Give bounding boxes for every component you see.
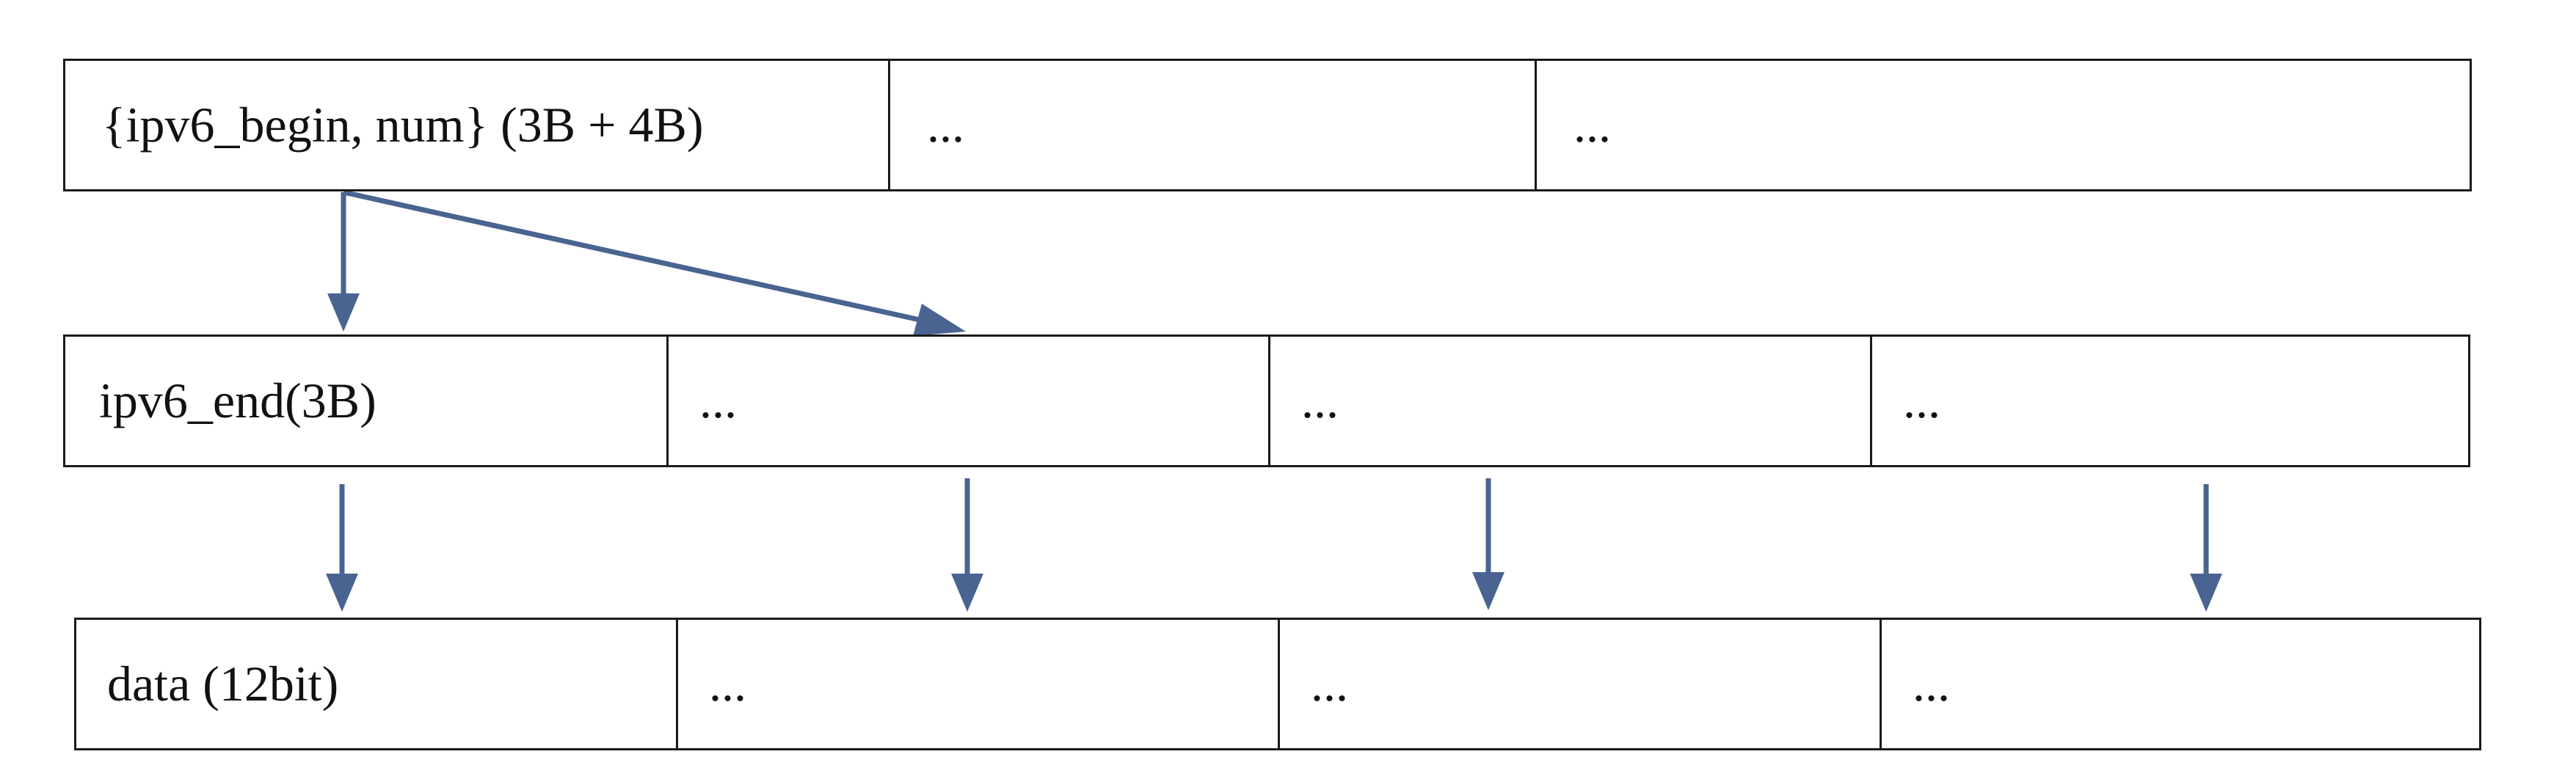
middle-cell-4: ... (1903, 373, 1940, 428)
bottom-cell-4: ... (1913, 656, 1950, 712)
bottom-row: data (12bit) ... ... ... (74, 618, 2481, 750)
arrow-mid-to-bot-2 (951, 478, 983, 612)
top-cell-3: ... (1573, 97, 1611, 153)
top-row: {ipv6_begin, num} (3B + 4B) ... ... (63, 59, 2472, 191)
bottom-cell-2: ... (678, 620, 1280, 748)
middle-row: ipv6_end(3B) ... ... ... (63, 334, 2470, 467)
bottom-cell-1: data (12bit) (76, 620, 678, 748)
middle-cell-2: ... (669, 337, 1270, 465)
arrow-mid-to-bot-4 (2190, 484, 2222, 612)
arrow-top-to-mid-second (343, 189, 966, 336)
middle-cell-3: ... (1270, 337, 1872, 465)
arrow-mid-to-bot-1 (326, 484, 358, 612)
bottom-cell-3: ... (1280, 620, 1882, 748)
arrow-top-to-mid-first (327, 192, 360, 332)
arrow-mid-to-bot-3 (1472, 478, 1505, 610)
top-cell-1: {ipv6_begin, num} (3B + 4B) (65, 61, 890, 189)
top-cell-2: ... (890, 61, 1537, 189)
middle-cell-1: ipv6_end(3B) (65, 337, 669, 465)
